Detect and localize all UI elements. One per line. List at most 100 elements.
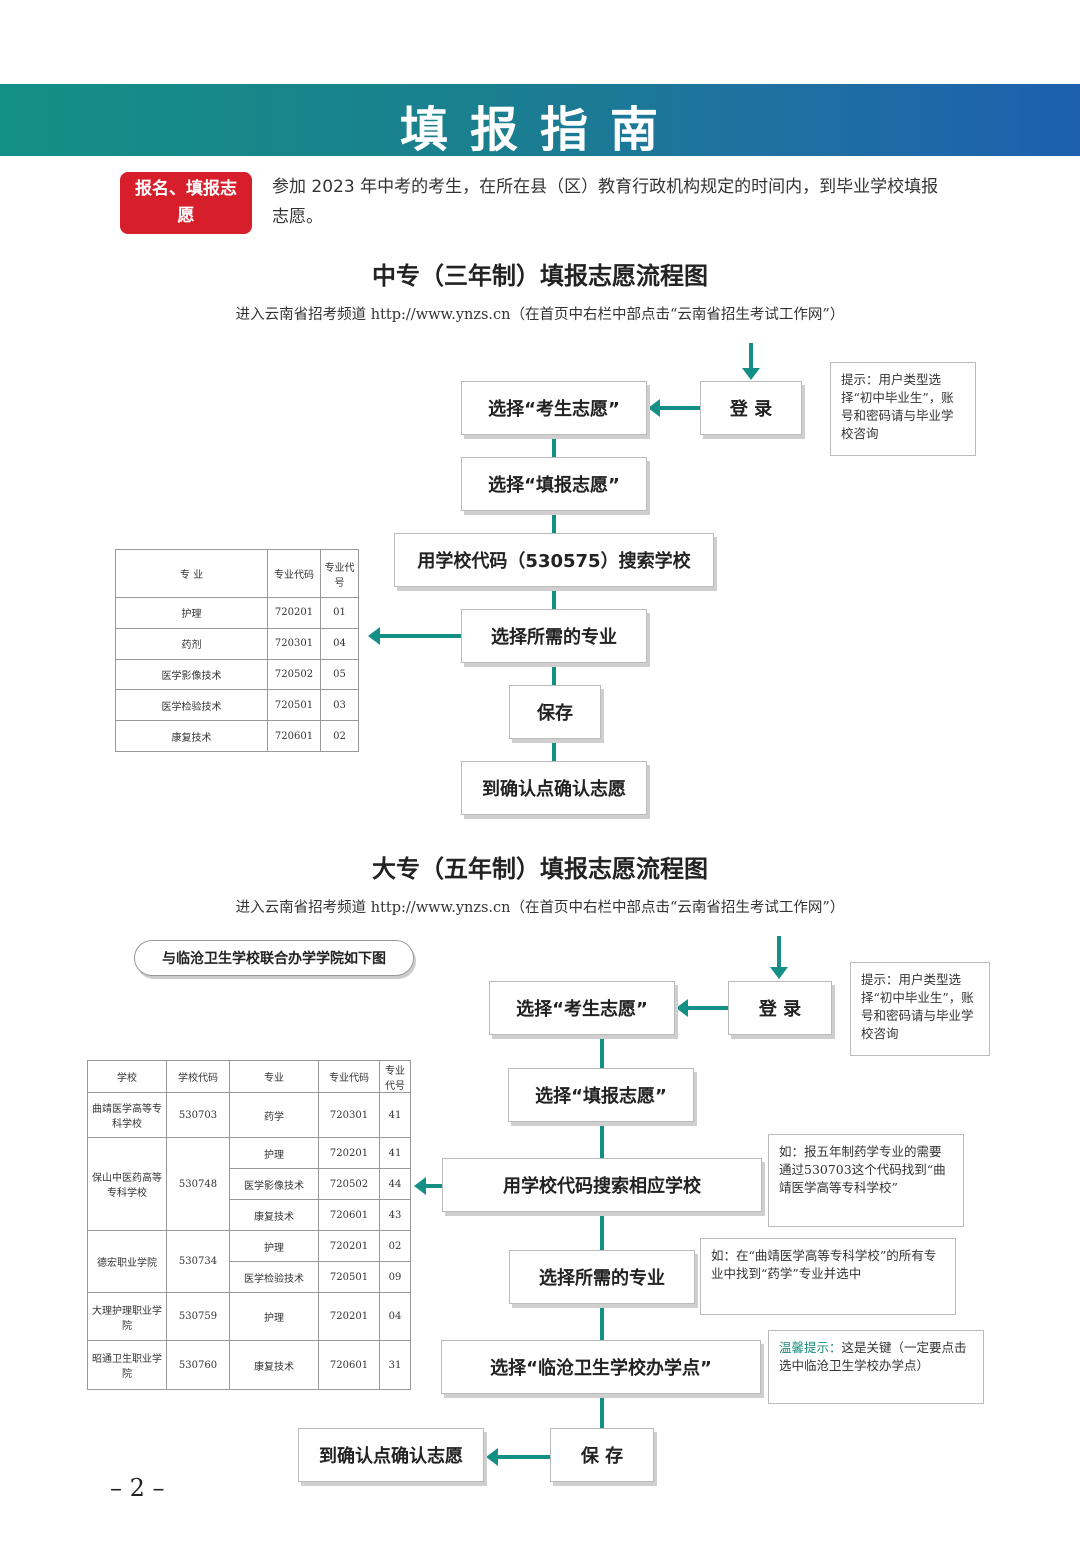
- connector-line: [380, 634, 462, 638]
- table-cell: 医学检验技术: [115, 689, 268, 722]
- connector-line: [552, 511, 556, 533]
- connector-line: [600, 1122, 604, 1158]
- login-hint-note: 提示：用户类型选择“初中毕业生”，账号和密码请与毕业学校咨询: [850, 962, 990, 1056]
- table-cell: 药学: [229, 1092, 319, 1138]
- table-cell: 44: [379, 1168, 411, 1200]
- joint-schools-label: 与临沧卫生学校联合办学学院如下图: [134, 940, 414, 976]
- school-name-cell: 大理护理职业学院: [87, 1292, 167, 1341]
- table-header-cell: 学校: [87, 1060, 167, 1093]
- instruction-url-line: 进入云南省招考频道 http://www.ynzs.cn（在首页中右栏中部点击“…: [235, 307, 845, 323]
- table-cell: 医学影像技术: [115, 658, 268, 691]
- flowchart-title-dazhuan: 大专（五年制）填报志愿流程图: [372, 855, 708, 883]
- search-hint-note: 如：报五年制药学专业的需要通过530703这个代码找到“曲靖医学高等专科学校”: [768, 1134, 964, 1227]
- table-cell: 医学影像技术: [229, 1168, 319, 1200]
- step-search-school: 用学校代码搜索相应学校: [442, 1158, 762, 1212]
- table-row: 医学影像技术 720502 44: [88, 1168, 411, 1200]
- table-cell: 康复技术: [115, 720, 268, 752]
- step-choose-kaosheng-zhiyuan: 选择“考生志愿”: [461, 381, 647, 435]
- school-code-cell: 530703: [166, 1092, 230, 1138]
- table-row: 康复技术 720601 43: [88, 1199, 411, 1231]
- arrow-left-icon: [414, 1177, 426, 1195]
- step-login: 登 录: [700, 381, 802, 435]
- connector-line: [552, 435, 556, 457]
- step-confirm: 到确认点确认志愿: [298, 1428, 484, 1482]
- table-header-cell: 专 业: [115, 549, 268, 598]
- school-name-cell: 昭通卫生职业学院: [87, 1340, 167, 1390]
- connector-line: [426, 1184, 442, 1188]
- connector-line: [660, 406, 700, 410]
- table-header-row: 专 业 专业代码 专业代号: [115, 549, 359, 598]
- table-cell: 02: [379, 1230, 411, 1262]
- table-header-cell: 专业代码: [267, 549, 321, 598]
- header-banner: [0, 84, 1080, 156]
- step-choose-major: 选择所需的专业: [461, 609, 647, 663]
- major-hint-note: 如：在“曲靖医学高等专科学校”的所有专业中找到“药学”专业并选中: [700, 1238, 956, 1315]
- table-cell: 医学检验技术: [229, 1261, 319, 1293]
- step-choose-kaosheng-zhiyuan: 选择“考生志愿”: [489, 981, 675, 1035]
- table-row: 医学检验技术 720501 09: [88, 1261, 411, 1293]
- arrow-left-icon: [676, 999, 688, 1017]
- arrow-left-icon: [368, 627, 380, 645]
- arrow-down-icon: [742, 368, 760, 380]
- step-login: 登 录: [728, 981, 832, 1035]
- step-search-school: 用学校代码（530575）搜索学校: [394, 533, 714, 587]
- intro-text: 参加 2023 年中考的考生，在所在县（区）教育行政机构规定的时间内，到毕业学校…: [272, 177, 939, 227]
- arrow-down-icon: [770, 967, 788, 979]
- table-cell: 720502: [267, 658, 321, 691]
- table-cell: 31: [379, 1340, 411, 1390]
- arrow-left-icon: [648, 399, 660, 417]
- connector-line: [688, 1006, 728, 1010]
- table-cell: 720301: [318, 1092, 380, 1138]
- step-choose-tianbao-zhiyuan: 选择“填报志愿”: [461, 457, 647, 511]
- table-header-cell: 专业代码: [318, 1060, 380, 1093]
- page-title: 填报指南: [399, 102, 680, 158]
- step-choose-tianbao-zhiyuan: 选择“填报志愿”: [508, 1068, 694, 1122]
- login-hint-note: 提示：用户类型选择“初中毕业生”，账号和密码请与毕业学校咨询: [830, 362, 976, 456]
- section-tag: 报名、填报志愿: [120, 172, 252, 234]
- site-hint-note: 温馨提示：这是关键（一定要点击选中临沧卫生学校办学点）: [768, 1330, 984, 1404]
- table-cell: 05: [320, 658, 359, 691]
- table-cell: 04: [379, 1292, 411, 1341]
- table-cell: 720201: [318, 1137, 380, 1169]
- table-cell: 43: [379, 1199, 411, 1231]
- table-row: 曲靖医学高等专科学校 530703 药学 720301 41: [87, 1092, 411, 1138]
- table-cell: 720601: [318, 1340, 380, 1390]
- table-header-row: 学校 学校代码 专业 专业代码 专业代号: [87, 1060, 411, 1093]
- school-name-cell: 德宏职业学院: [87, 1230, 167, 1293]
- connector-line: [552, 663, 556, 685]
- school-name-cell: 曲靖医学高等专科学校: [87, 1092, 167, 1138]
- table-cell: 01: [320, 597, 359, 629]
- warm-tip-text: 这是关键（一定要点击选中临沧卫生学校办学点）: [779, 1340, 967, 1373]
- table-cell: 720502: [318, 1168, 380, 1200]
- table-header-cell: 专业代号: [320, 549, 359, 598]
- table-header-cell: 学校代码: [166, 1060, 230, 1093]
- flowchart-title-zhongzhuan: 中专（三年制）填报志愿流程图: [372, 262, 708, 290]
- table-cell: 04: [320, 627, 359, 660]
- connector-line: [600, 1304, 604, 1340]
- table-row: 大理护理职业学院 530759 护理 720201 04: [87, 1292, 411, 1341]
- school-code-cell: 530748: [166, 1137, 230, 1231]
- connector-line: [552, 587, 556, 609]
- connector-line: [498, 1455, 550, 1459]
- school-code-cell: 530759: [166, 1292, 230, 1341]
- table-cell: 720501: [267, 689, 321, 722]
- school-name-cell: 保山中医药高等专科学校: [87, 1137, 167, 1231]
- table-cell: 720201: [267, 597, 321, 629]
- step-confirm: 到确认点确认志愿: [461, 761, 647, 815]
- table-cell: 03: [320, 689, 359, 722]
- instruction-url-line: 进入云南省招考频道 http://www.ynzs.cn（在首页中右栏中部点击“…: [235, 900, 845, 916]
- connector-line: [552, 739, 556, 761]
- school-code-cell: 530760: [166, 1340, 230, 1390]
- arrow-left-icon: [486, 1448, 498, 1466]
- connector-line: [600, 1212, 604, 1250]
- table-cell: 药剂: [115, 627, 268, 660]
- table-cell: 720201: [318, 1292, 380, 1341]
- table-cell: 720601: [318, 1199, 380, 1231]
- table-row: 德宏职业学院 530734 护理 720201 02: [87, 1230, 411, 1293]
